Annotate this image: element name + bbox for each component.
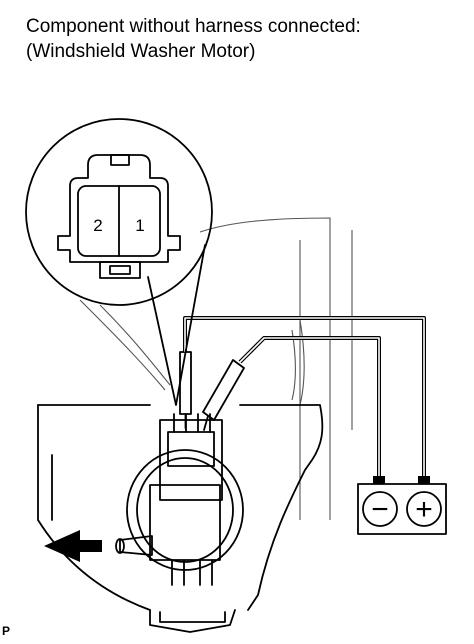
washer-motor-body [115, 413, 244, 586]
corner-label: P [2, 624, 11, 638]
battery-positive-terminal: + [415, 493, 433, 526]
caption-line-2: (Windshield Washer Motor) [26, 41, 256, 62]
caption: Component without harness connected: (Wi… [26, 14, 361, 64]
flow-arrow-icon [44, 530, 102, 562]
connector-face: 2 1 [57, 154, 181, 279]
connector-callout [25, 118, 213, 406]
battery-icon: − + [357, 476, 447, 535]
connector-pin-2: 2 [93, 216, 102, 235]
test-probe-left [179, 351, 192, 429]
background-structure [79, 217, 353, 520]
connector-pin-1: 1 [135, 216, 144, 235]
test-lead-positive [183, 316, 426, 478]
battery-negative-terminal: − [371, 493, 389, 526]
test-lead-negative [238, 336, 381, 478]
test-probe-right [202, 359, 245, 431]
washer-tank-outline [37, 404, 324, 633]
caption-line-1: Component without harness connected: [26, 16, 361, 37]
